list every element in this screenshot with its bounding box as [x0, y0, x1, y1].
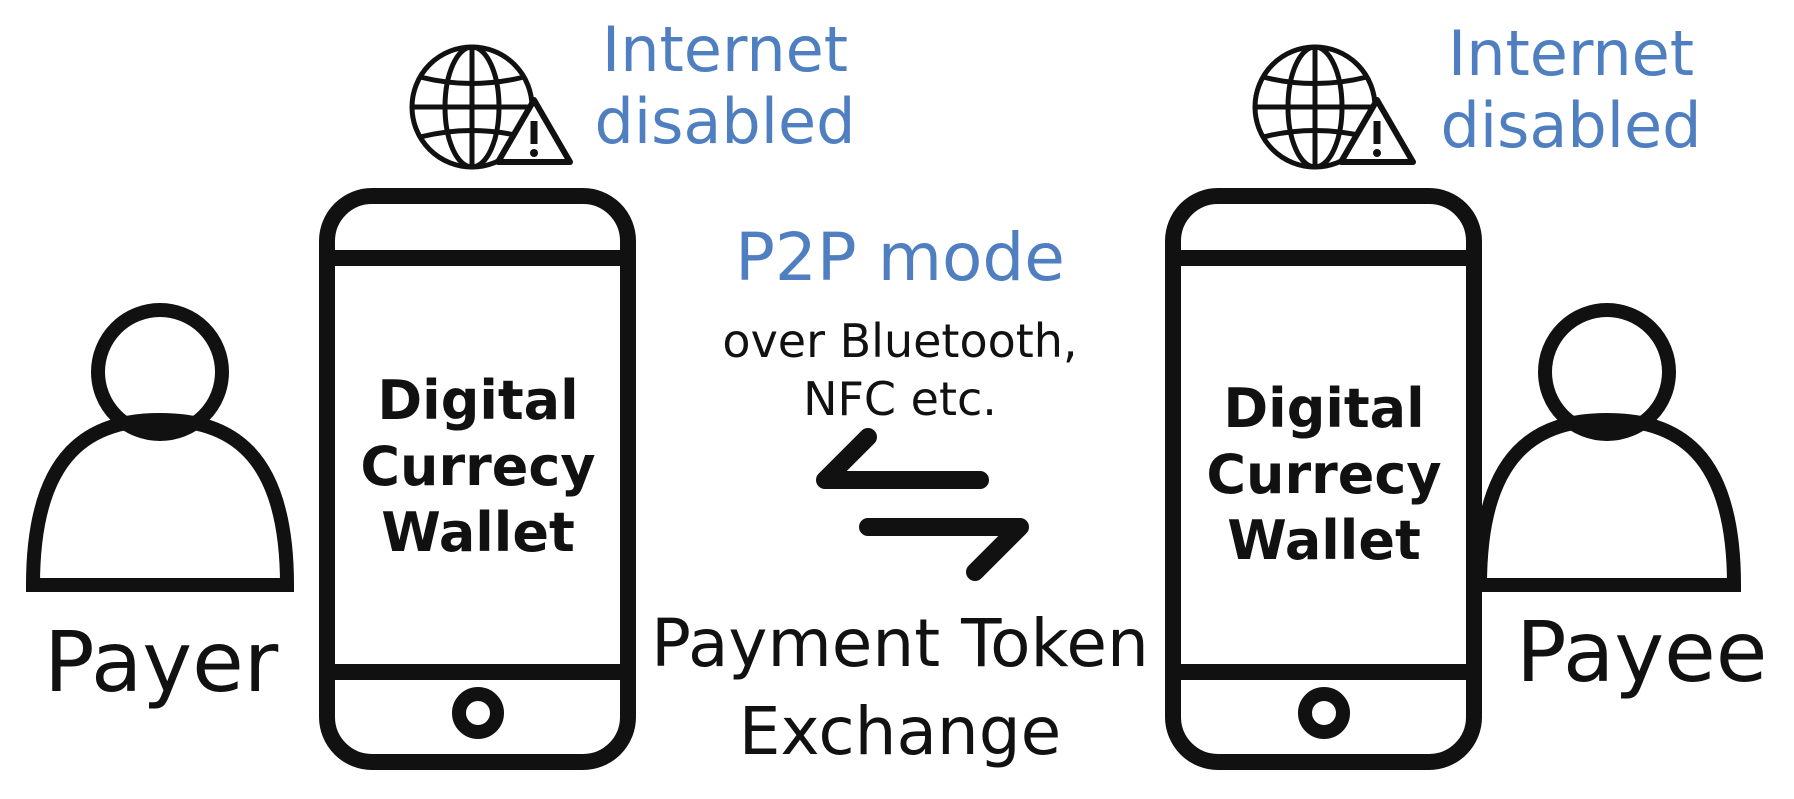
p2p-mode-label: P2P mode	[735, 219, 1065, 296]
exchange-label: Payment Token Exchange	[620, 600, 1180, 776]
exchange-arrows-icon	[816, 428, 1029, 581]
payee-internet-status: Internet disabled	[1421, 18, 1721, 162]
payee-label: Payee	[1516, 603, 1768, 701]
payee-wallet-line2: Currecy	[1206, 443, 1442, 506]
payee-warning-icon	[1338, 97, 1416, 165]
payee-phone-icon	[1165, 188, 1482, 770]
transport-line1: over Bluetooth,	[722, 314, 1078, 368]
payee-wallet-label: Digital Currecy Wallet	[1189, 376, 1459, 574]
transport-line2: NFC etc.	[803, 372, 997, 426]
payer-internet-line2: disabled	[594, 85, 856, 158]
exchange-line1: Payment Token	[651, 605, 1149, 682]
payer-wallet-line3: Wallet	[381, 501, 575, 564]
payer-wallet-line2: Currecy	[360, 435, 596, 498]
payee-person-icon	[1472, 303, 1742, 592]
payer-wallet-label: Digital Currecy Wallet	[343, 368, 613, 566]
payee-wallet-line1: Digital	[1223, 377, 1425, 440]
payer-phone-icon	[319, 188, 636, 770]
payee-globe-icon	[1252, 44, 1378, 170]
payer-person-icon	[25, 303, 295, 592]
exchange-line2: Exchange	[738, 693, 1062, 770]
payer-warning-icon	[495, 97, 573, 165]
payer-wallet-line1: Digital	[377, 369, 579, 432]
payer-internet-status: Internet disabled	[575, 14, 875, 158]
payee-wallet-line3: Wallet	[1227, 509, 1421, 572]
payer-internet-line1: Internet	[601, 13, 849, 86]
payee-internet-line2: disabled	[1440, 89, 1702, 162]
payee-internet-line1: Internet	[1447, 17, 1695, 90]
transport-label: over Bluetooth, NFC etc.	[670, 312, 1130, 428]
payer-label: Payer	[44, 613, 279, 711]
